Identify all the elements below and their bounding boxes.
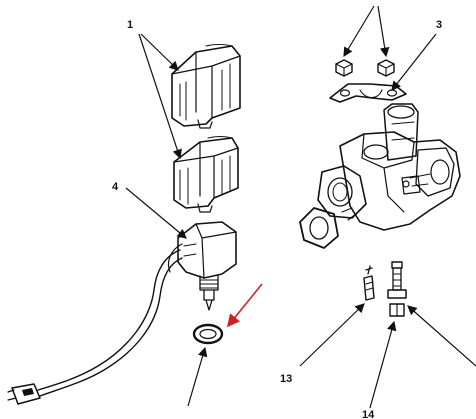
leader-nut-left [343, 5, 375, 58]
leader-14-to-valve [369, 320, 397, 409]
callout-1: 1 [127, 19, 133, 31]
leader-nut-right [377, 5, 390, 58]
mounting-nut-left [335, 59, 353, 77]
mounting-nut-right [377, 59, 395, 77]
highlight-arrow [226, 283, 263, 328]
needle-valve-part [387, 261, 407, 317]
carburetor-body [317, 103, 461, 231]
callout-3: 3 [436, 19, 442, 31]
callout-13: 13 [280, 373, 292, 385]
cover-part-upper [171, 44, 241, 129]
leader-14-right [407, 305, 476, 367]
leader-lines [125, 5, 476, 409]
leader-1-to-upper-cover [140, 33, 179, 71]
solenoid-assembly [7, 221, 237, 405]
leader-1-to-lower-cover [138, 33, 182, 160]
leader-washer [187, 346, 208, 407]
leader-3-to-clamp [391, 33, 437, 91]
leader-4-to-solenoid [125, 187, 187, 239]
jet-part [363, 265, 375, 301]
cover-part-lower [173, 136, 239, 213]
leader-13-to-jet [299, 303, 365, 367]
callout-4: 4 [112, 181, 119, 193]
callout-14: 14 [362, 409, 375, 419]
gasket [299, 207, 339, 249]
sealing-washer [192, 323, 224, 345]
